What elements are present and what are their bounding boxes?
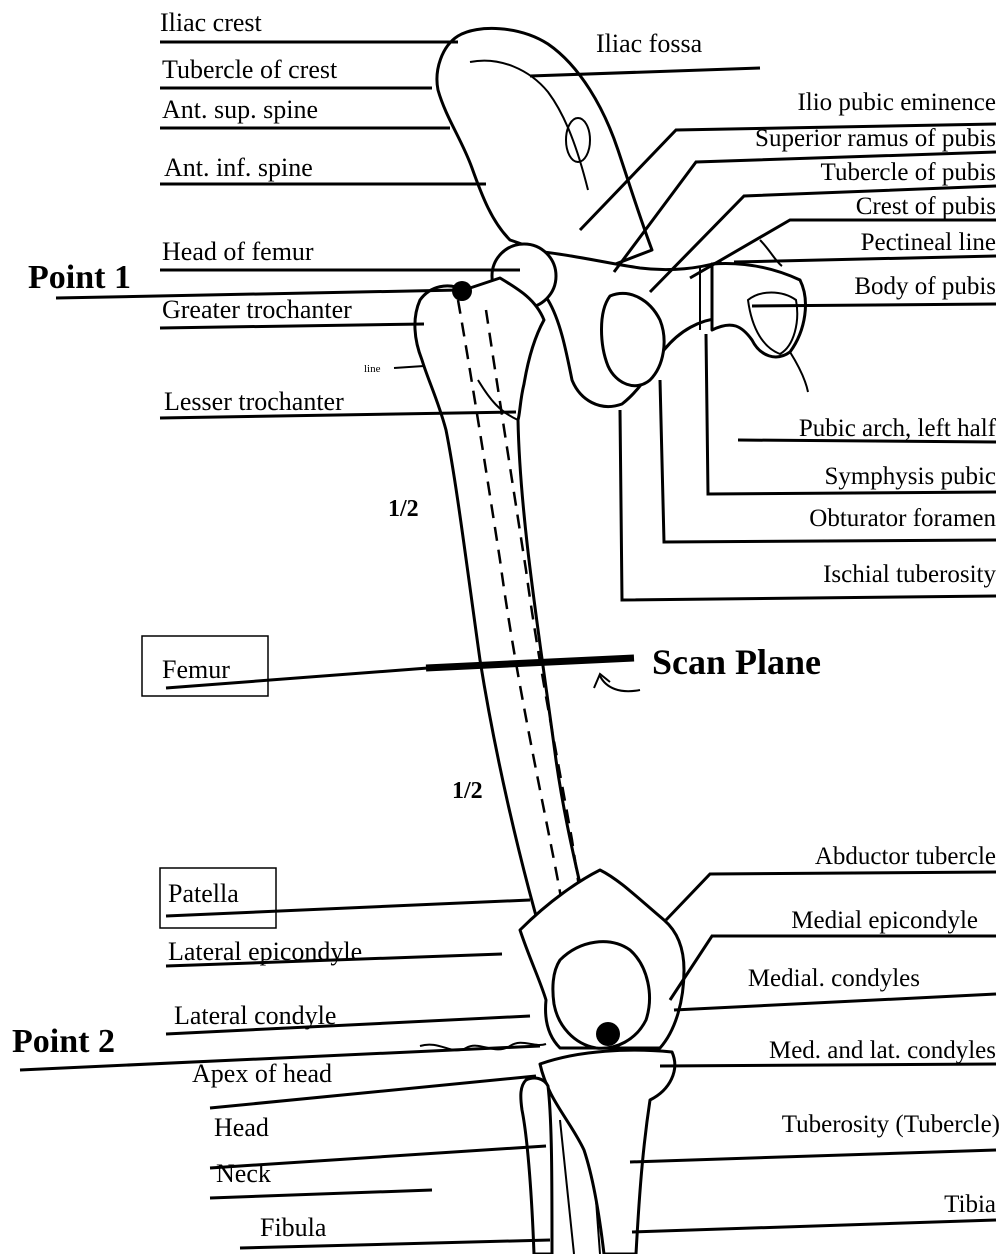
head-of-femur-label: Head of femur: [162, 237, 314, 266]
ant-inf-spine-label: Ant. inf. spine: [164, 153, 313, 182]
fibula-label: Fibula: [260, 1213, 327, 1242]
line-small-label: line: [364, 363, 381, 375]
tibia-label: Tibia: [944, 1191, 996, 1218]
medial-condyles-label: Medial. condyles: [748, 965, 920, 992]
lesser-trochanter-label: Lesser trochanter: [164, 387, 344, 416]
apex-of-head-label: Apex of head: [192, 1059, 332, 1088]
greater-trochanter-label: Greater trochanter: [162, 295, 352, 324]
abductor-tubercle-label: Abductor tubercle: [815, 843, 996, 870]
lateral-condyle-label: Lateral condyle: [174, 1001, 336, 1030]
head-label: Head: [214, 1113, 269, 1142]
neck-label: Neck: [216, 1159, 271, 1188]
scan-plane-label: Scan Plane: [652, 642, 821, 682]
symphysis-pubic-label: Symphysis pubic: [824, 463, 996, 490]
iliac-fossa-label: Iliac fossa: [596, 29, 703, 58]
femur-label: Femur: [162, 655, 230, 684]
iliac-crest-label: Iliac crest: [160, 8, 263, 37]
crest-of-pubis-label: Crest of pubis: [856, 193, 996, 220]
pectineal-line-label: Pectineal line: [861, 229, 996, 256]
tubercle-of-crest-label: Tubercle of crest: [162, 55, 338, 84]
tuberosity-tubercle-label: Tuberosity (Tubercle): [782, 1111, 1000, 1138]
ischial-tuberosity-label: Ischial tuberosity: [823, 561, 996, 588]
ant-sup-spine-label: Ant. sup. spine: [162, 95, 318, 124]
tibia-fibula-illustration: [521, 1050, 675, 1254]
lateral-epicondyle-label: Lateral epicondyle: [168, 937, 362, 966]
ilio-pubic-eminence-label: Ilio pubic eminence: [797, 89, 996, 116]
tubercle-of-pubis-label: Tubercle of pubis: [821, 159, 996, 186]
point-2-label: Point 2: [12, 1023, 115, 1060]
half-lower-label: 1/2: [452, 778, 483, 804]
body-of-pubis-label: Body of pubis: [854, 273, 996, 300]
med-and-lat-condyles-label: Med. and lat. condyles: [769, 1037, 996, 1064]
obturator-foramen-label: Obturator foramen: [809, 505, 996, 532]
pubic-arch-left-half-label: Pubic arch, left half: [799, 415, 997, 442]
medial-epicondyle-label: Medial epicondyle: [791, 907, 978, 934]
patella-label: Patella: [168, 879, 239, 908]
point-1-label: Point 1: [28, 259, 131, 296]
superior-ramus-of-pubis-label: Superior ramus of pubis: [755, 125, 996, 152]
half-upper-label: 1/2: [388, 496, 419, 522]
